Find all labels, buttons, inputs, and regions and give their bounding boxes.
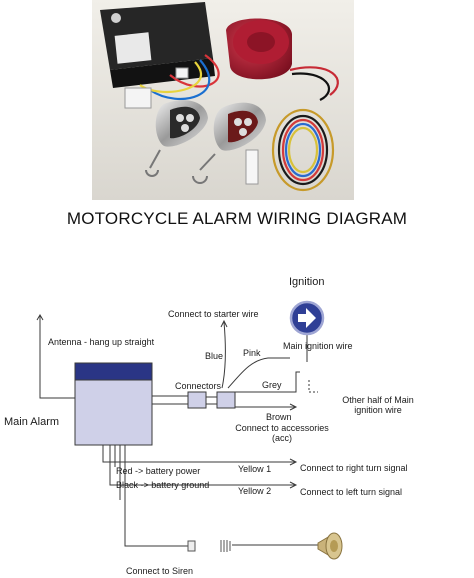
brown-label: Brown: [266, 412, 292, 422]
grey-label: Grey: [262, 380, 282, 390]
left-turn-label: Connect to left turn signal: [300, 487, 403, 497]
yellow2-wire: [109, 445, 296, 486]
alarm-to-connector: [152, 395, 188, 405]
connector-right: [216, 391, 236, 409]
siren-connector: [187, 540, 231, 552]
antenna-label: Antenna - hang up straight: [48, 337, 155, 347]
wire-harness-photo: [139, 54, 339, 192]
red-label: Red -> battery power: [116, 466, 201, 476]
main-alarm-box: [74, 362, 153, 446]
connectors-label: Connectors: [175, 381, 222, 391]
siren-wire: [124, 445, 188, 547]
black-label: Black -> battery ground: [116, 480, 210, 490]
yellow1-wire: [102, 445, 296, 463]
ignition-arrow-icon: [289, 300, 325, 336]
product-photo: [92, 0, 354, 200]
connector-link: [206, 396, 217, 405]
connector-photo: [124, 87, 152, 109]
siren-horn-icon: [317, 532, 343, 560]
yellow2-label: Yellow 2: [238, 486, 272, 496]
accessories-label-1: Connect to accessories: [235, 423, 329, 433]
main-alarm-label: Main Alarm: [4, 416, 60, 428]
siren-label: Connect to Siren: [126, 566, 194, 576]
diagram-title: MOTORCYCLE ALARM WIRING DIAGRAM: [66, 209, 408, 228]
other-half-label-2: ignition wire: [354, 405, 402, 415]
siren-photo: [226, 18, 292, 80]
remote-photo-2: [192, 102, 266, 184]
accessories-label-2: (acc): [272, 433, 292, 443]
starter-wire: [221, 321, 226, 389]
pink-label: Pink: [243, 348, 261, 358]
starter-label: Connect to starter wire: [168, 309, 259, 319]
right-turn-label: Connect to right turn signal: [300, 463, 408, 473]
remote-photo-1: [145, 100, 208, 177]
alarm-unit-photo: [100, 2, 215, 88]
ignition-label: Ignition: [289, 276, 325, 288]
main-ignition-label: Main ignition wire: [283, 341, 353, 351]
yellow1-label: Yellow 1: [238, 464, 272, 474]
grey-wire: [233, 371, 300, 393]
pink-wire: [227, 357, 290, 389]
other-half-wire: [308, 380, 318, 393]
antenna-line: [39, 315, 75, 399]
blue-label: Blue: [205, 351, 224, 361]
other-half-label-1: Other half of Main: [342, 395, 414, 405]
connector-left: [187, 391, 207, 409]
battery-wires: [114, 445, 121, 500]
